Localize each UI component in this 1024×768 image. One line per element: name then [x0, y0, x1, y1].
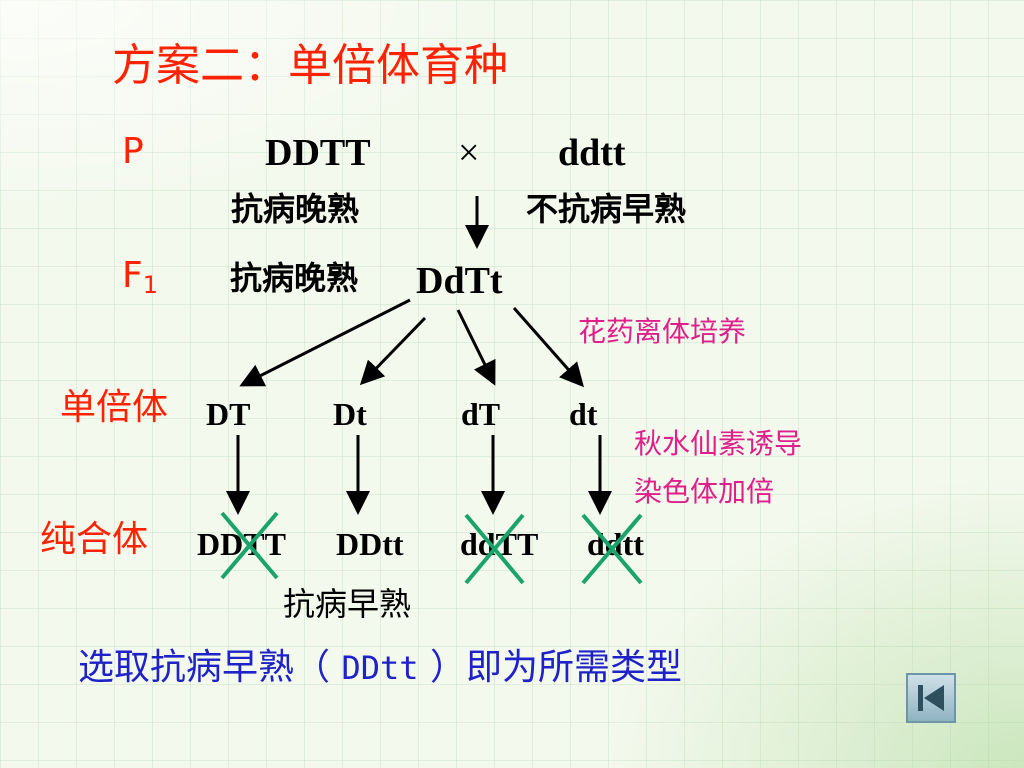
skip-to-start-icon	[918, 685, 944, 711]
f1-phenotype: 抗病晚熟	[230, 259, 359, 297]
haploid-genotype-3: dT	[461, 396, 501, 432]
f1-label: F1	[122, 255, 158, 299]
cross-mark-4	[581, 513, 643, 585]
f1-genotype: DdTt	[416, 260, 503, 302]
haploid-label: 单倍体	[60, 387, 169, 428]
homozygous-label: 纯合体	[40, 519, 149, 560]
parent-phenotype-2: 不抗病早熟	[526, 190, 687, 228]
arrow-f1-to-dt-2	[359, 316, 427, 386]
slide-title: 方案二：单倍体育种	[112, 40, 508, 91]
haploid-genotype-4: dt	[569, 396, 598, 432]
note-colchicine-line-1: 秋水仙素诱导	[634, 427, 803, 460]
arrow-f1-to-dt-1	[239, 298, 411, 387]
arrow-f1-to-dt-4	[512, 307, 584, 388]
cross-symbol: ×	[458, 132, 480, 174]
skip-to-start-button[interactable]	[906, 673, 956, 723]
arrow-f1-to-dt-3	[456, 309, 496, 386]
note-anther-culture: 花药离体培养	[578, 315, 747, 348]
haploid-genotype-1: DT	[206, 396, 251, 432]
conclusion-prefix: 选取抗病早熟（	[78, 647, 342, 688]
f1-subscript: 1	[142, 271, 158, 299]
parent-genotype-1: DDTT	[265, 132, 371, 174]
selected-phenotype: 抗病早熟	[283, 585, 412, 623]
cross-mark-3	[464, 513, 525, 585]
homozygous-genotype-2: DDtt	[336, 526, 404, 562]
parent-genotype-2: ddtt	[558, 132, 626, 174]
conclusion-suffix: ）即为所需类型	[418, 647, 682, 688]
cross-mark-1	[220, 511, 279, 580]
conclusion-text: 选取抗病早熟（ DDtt ）即为所需类型	[78, 650, 682, 686]
parent-phenotype-1: 抗病晚熟	[231, 190, 360, 228]
parent-label: P	[122, 131, 144, 172]
conclusion-genotype: DDtt	[341, 649, 419, 687]
note-colchicine-line-2: 染色体加倍	[634, 475, 775, 508]
f1-letter: F	[122, 255, 143, 296]
haploid-genotype-2: Dt	[333, 396, 367, 432]
